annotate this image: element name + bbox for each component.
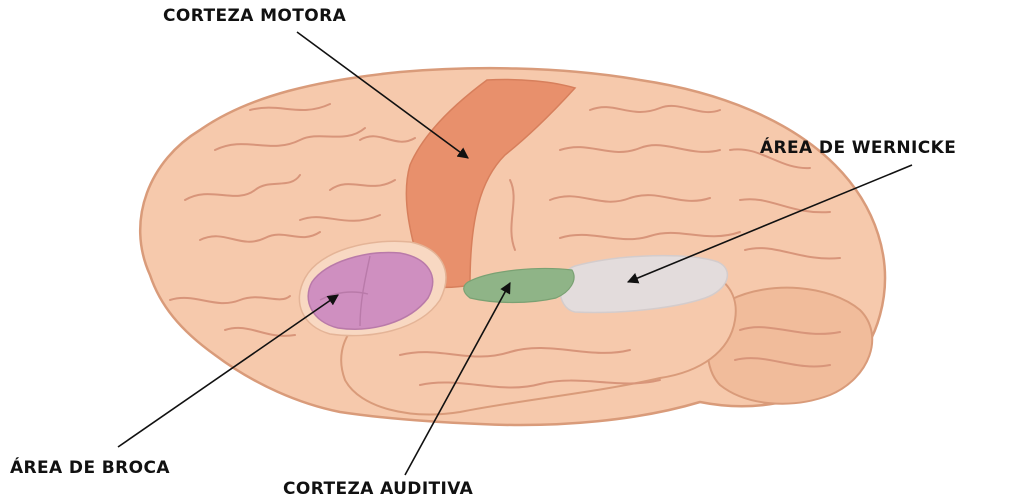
- wernicke-label: ÁREA DE WERNICKE: [760, 140, 956, 157]
- broca-label: ÁREA DE BROCA: [10, 460, 170, 477]
- motor-cortex-label: CORTEZA MOTORA: [163, 8, 346, 25]
- auditory-cortex-label: CORTEZA AUDITIVA: [283, 481, 473, 498]
